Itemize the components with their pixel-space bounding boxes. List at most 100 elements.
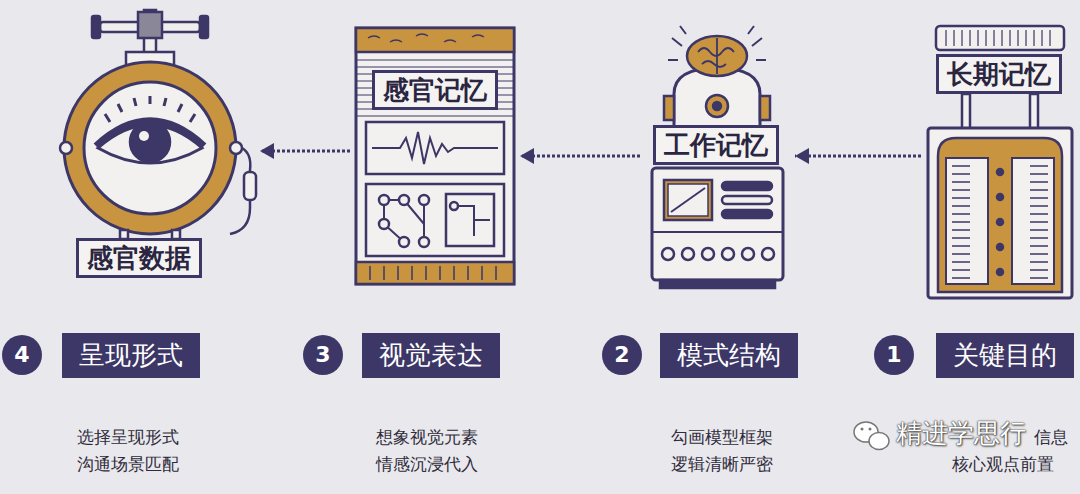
memory-cabinet [356,28,514,284]
long-term-memory-device: 长期记忆 [921,22,1076,302]
archive-cabinet-part [928,128,1072,298]
memory-cabinet-part [372,132,498,164]
eye-device-part [105,96,195,122]
device-sign: 感官记忆 [372,70,498,110]
memory-cabinet-part [419,195,429,205]
memory-cabinet-part [450,202,458,210]
eye-device-part [64,62,236,234]
step-description: 勾画模型框架 逻辑清晰严密 [668,424,777,478]
robot-part [760,96,770,120]
robot-part [664,96,674,120]
archive-cabinet [928,26,1072,298]
sensory-memory-device: 感官记忆 [350,22,520,290]
step-number: 1 [874,335,914,375]
eye-device [60,10,256,239]
memory-cabinet-part [356,60,514,116]
archive-cabinet-part [952,166,970,278]
archive-cabinet-part [962,94,970,130]
memory-cabinet-part [366,122,504,174]
eye-device-part [92,16,100,38]
archive-cabinet-part [946,30,1050,46]
eye-device-part [60,142,72,154]
step-description: 信息 [1034,424,1068,451]
step-title: 呈现形式 [62,333,200,378]
archive-cabinet-part [997,269,1003,275]
robot-part [660,280,775,288]
memory-cabinet-part [399,237,409,247]
robot-part [652,231,783,233]
robot-part [682,248,694,260]
archive-cabinet-part [1030,166,1048,278]
archive-cabinet-part [1012,158,1054,284]
number-text: 2 [614,344,629,366]
eye-device-part [130,122,170,162]
memory-cabinet-part [446,194,494,246]
robot [652,26,783,288]
device-sign: 工作记忆 [653,125,779,165]
step-description: 核心观点前置 [952,451,1054,478]
memory-cabinet-part [454,206,490,236]
step-title: 模式结构 [660,333,798,378]
step-description: 想象视觉元素 情感沉浸代入 [373,424,482,478]
arrow-head [260,143,274,159]
memory-cabinet-part [379,195,389,205]
number-text: 4 [14,344,29,366]
working-memory-device: 工作记忆 [640,22,795,290]
robot-part [668,26,766,60]
archive-cabinet-part [997,244,1003,250]
robot-part [742,248,754,260]
flow-arrow [260,143,350,159]
step-title: 视觉表达 [362,333,500,378]
memory-cabinet-part [379,219,389,229]
robot-part [671,188,705,212]
robot-part [722,196,772,204]
step-number: 3 [303,335,343,375]
arrow-shaft [795,155,921,158]
archive-cabinet-part [938,138,1062,292]
archive-cabinet-part [936,26,1064,50]
eye-device-part [230,142,242,154]
archive-cabinet-part [997,194,1003,200]
eye-device-part [138,12,162,38]
robot-part [652,168,783,280]
archive-cabinet-part [1030,94,1038,130]
memory-cabinet-part [384,200,424,242]
archive-cabinet-part [997,169,1003,175]
step-title: 关键目的 [936,333,1074,378]
memory-cabinet-part [356,262,514,284]
number-text: 3 [315,344,330,366]
eye-device-part [139,131,149,141]
robot-part [702,248,714,260]
wechat-icon [854,422,889,450]
step-number: 2 [602,335,642,375]
arrow-head [520,148,534,164]
step-title-text: 呈现形式 [79,340,183,370]
wechat-icon-part [869,428,872,431]
robot-part [662,248,674,260]
step-title-text: 视觉表达 [379,340,483,370]
eye-device-part [244,172,256,200]
number-text: 1 [886,344,901,366]
memory-cabinet-part [419,237,429,247]
flow-arrow [795,148,921,164]
archive-cabinet-part [946,158,988,284]
memory-cabinet-part [370,266,496,280]
memory-cabinet-part [356,28,514,284]
memory-cabinet-part [368,34,484,42]
robot-part [706,95,728,117]
watermark: 精进学思行 [896,418,1026,448]
wechat-icon-part [861,428,864,431]
wechat-icon-part [869,433,889,450]
robot-part [722,182,772,190]
robot-part [698,38,734,74]
sensory-data-device: 感官数据 [60,8,260,280]
memory-cabinet-part [356,28,514,52]
step-description: 选择呈现形式 沟通场景匹配 [74,424,183,478]
flow-arrow [520,148,640,164]
device-sign: 感官数据 [76,238,202,278]
archive-cabinet-part [997,219,1003,225]
device-sign: 长期记忆 [936,54,1062,94]
arrow-head [795,148,809,164]
robot-part [722,210,772,218]
